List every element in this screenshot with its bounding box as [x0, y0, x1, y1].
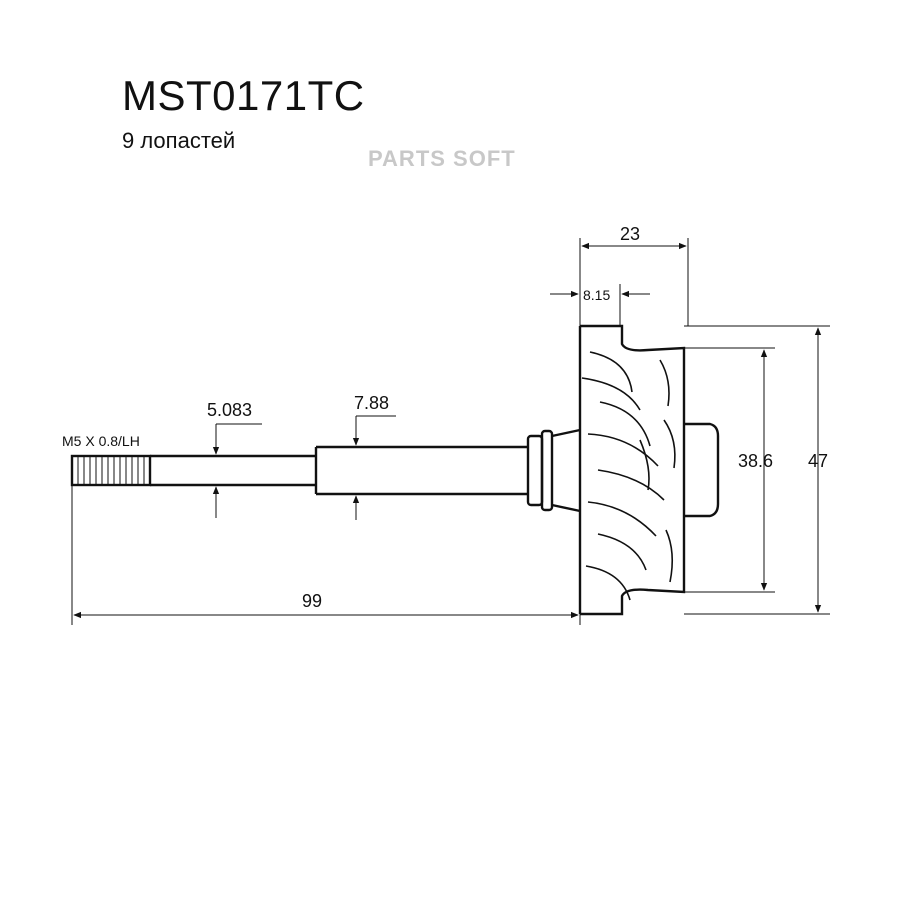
dim-label-shaft-large: 7.88 — [354, 393, 389, 413]
shaft-large-section — [314, 445, 528, 496]
dim-label-hub-offset: 8.15 — [583, 287, 610, 303]
thread-spec-label: M5 X 0.8/LH — [62, 433, 140, 449]
dim-arrows-shaft-large — [352, 415, 396, 520]
extension-lines — [71, 238, 830, 625]
dim-arrows-shaft-small — [212, 423, 262, 518]
dim-label-wheel-width: 23 — [620, 224, 640, 244]
watermark: PARTS SOFT — [368, 146, 516, 171]
dim-label-inner-diameter: 38.6 — [738, 451, 773, 471]
threaded-end — [70, 454, 152, 487]
dim-label-shaft-small: 5.083 — [207, 400, 252, 420]
turbine-wheel — [578, 324, 720, 616]
shaft-small-section — [150, 454, 316, 487]
blade-count-subtitle: 9 лопастей — [122, 128, 236, 153]
dim-label-outer-diameter: 47 — [808, 451, 828, 471]
dim-label-overall-length: 99 — [302, 591, 322, 611]
shaft-collar — [526, 428, 581, 513]
part-number-title: MST0171TC — [122, 72, 365, 119]
